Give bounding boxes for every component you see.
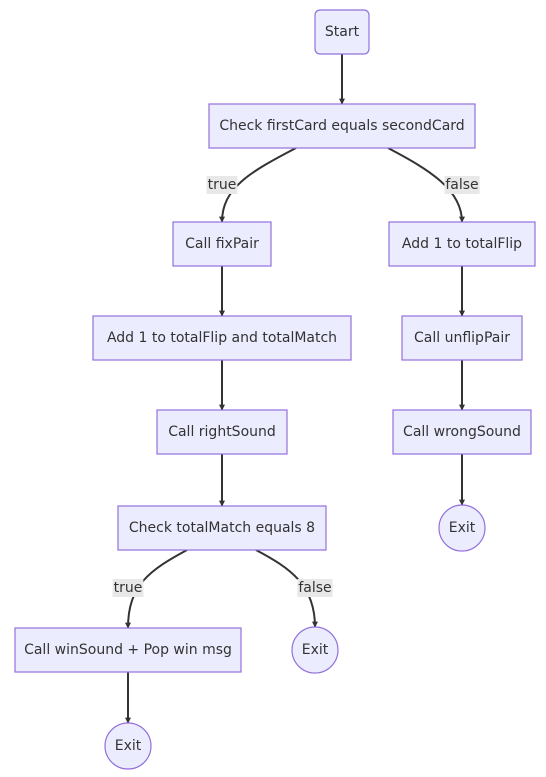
node-start: Start [314,9,370,55]
node-call-fixpair: Call fixPair [172,221,272,267]
node-exit-notwin: Exit [291,626,339,674]
edge-labels: true false true false [112,176,480,597]
node-shape-rect [92,315,352,361]
node-shape-circle [438,504,486,552]
node-call-rightsound: Call rightSound [156,409,288,455]
edge-label-false: false [444,176,480,194]
node-label: Call wrongSound [403,424,521,440]
node-shape-rect [388,221,536,267]
node-label: Start [325,24,360,40]
node-check-cards: Check firstCard equals secondCard [208,103,476,149]
edge-label-false: false [297,579,333,597]
edge-label-background [112,579,144,597]
edge-label-text: true [208,177,237,193]
node-shape-rect [392,409,532,455]
node-label: Exit [115,738,142,754]
node-label: Exit [302,642,329,658]
edge-label-text: false [445,177,478,193]
node-label: Add 1 to totalFlip and totalMatch [107,330,337,346]
node-add-flip: Add 1 to totalFlip [388,221,536,267]
node-exit-win: Exit [104,722,152,770]
node-add-flip-match: Add 1 to totalFlip and totalMatch [92,315,352,361]
node-label: Call fixPair [185,236,259,252]
node-label: Add 1 to totalFlip [402,236,522,252]
node-shape-rect [401,315,523,361]
edge-label-background [297,579,333,597]
edge-label-background [206,176,238,194]
node-call-wrongsound: Call wrongSound [392,409,532,455]
edge-label-text: true [114,580,143,596]
edge-check_cards-to-call_fixpair [219,147,297,223]
edge-label-background [444,176,480,194]
node-exit-wrong: Exit [438,504,486,552]
node-label: Call winSound + Pop win msg [24,642,232,658]
edge-label-true: true [206,176,238,194]
node-shape-rect [156,409,288,455]
node-check-match8: Check totalMatch equals 8 [117,505,327,551]
node-label: Check firstCard equals secondCard [219,118,464,134]
node-label: Exit [449,520,476,536]
node-shape-circle [104,722,152,770]
node-shape-rect [117,505,327,551]
node-shape-rect [208,103,476,149]
edge-label-text: false [298,580,331,596]
node-shape-rect [314,9,370,55]
node-shape-rect [14,627,242,673]
node-label: Call rightSound [168,424,276,440]
edge-check_match8-to-call_winsound [125,549,188,629]
node-label: Check totalMatch equals 8 [129,520,315,536]
edges [125,54,465,724]
node-shape-circle [291,626,339,674]
node-call-unflippair: Call unflipPair [401,315,523,361]
edge-label-true: true [112,579,144,597]
node-shape-rect [172,221,272,267]
node-call-winsound: Call winSound + Pop win msg [14,627,242,673]
edge-check_cards-to-add_flip [387,147,465,223]
node-label: Call unflipPair [414,330,510,346]
